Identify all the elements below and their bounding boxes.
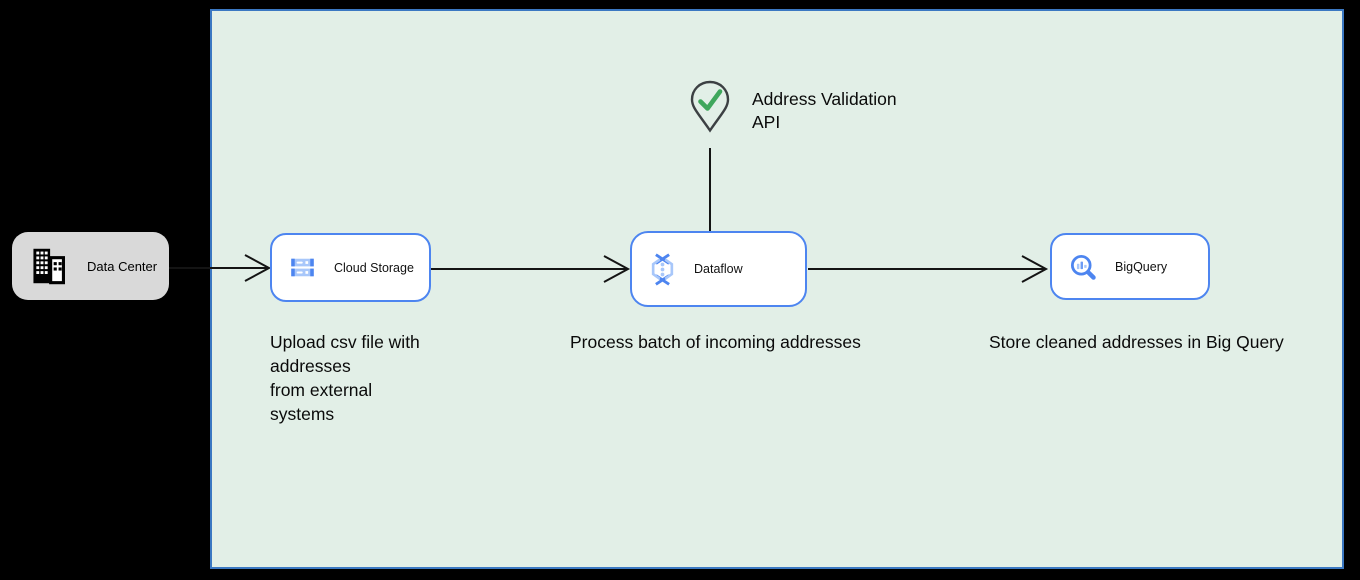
bigquery-label: BigQuery (1115, 259, 1168, 274)
bigquery-node: BigQuery (1050, 233, 1210, 300)
address-validation-marker (688, 79, 732, 142)
dataflow-icon (651, 252, 674, 286)
caption-dataflow: Process batch of incoming addresses (570, 332, 861, 352)
address-validation-label: Address Validation API (752, 89, 897, 132)
cloud-storage-icon (291, 258, 314, 277)
cloud-storage-node: Cloud Storage (270, 233, 431, 302)
caption-bigquery: Store cleaned addresses in Big Query (989, 332, 1284, 352)
caption-cloud-storage: Upload csv file with addresses from exte… (270, 332, 420, 424)
bigquery-icon (1070, 254, 1096, 280)
data-center-label: Data Center (87, 258, 158, 274)
map-pin-check-icon (690, 80, 730, 133)
dataflow-node: Dataflow (630, 231, 807, 307)
data-center-node: Data Center (12, 232, 169, 300)
cloud-storage-label: Cloud Storage (334, 260, 414, 275)
office-building-icon (33, 248, 65, 285)
dataflow-label: Dataflow (694, 262, 743, 276)
